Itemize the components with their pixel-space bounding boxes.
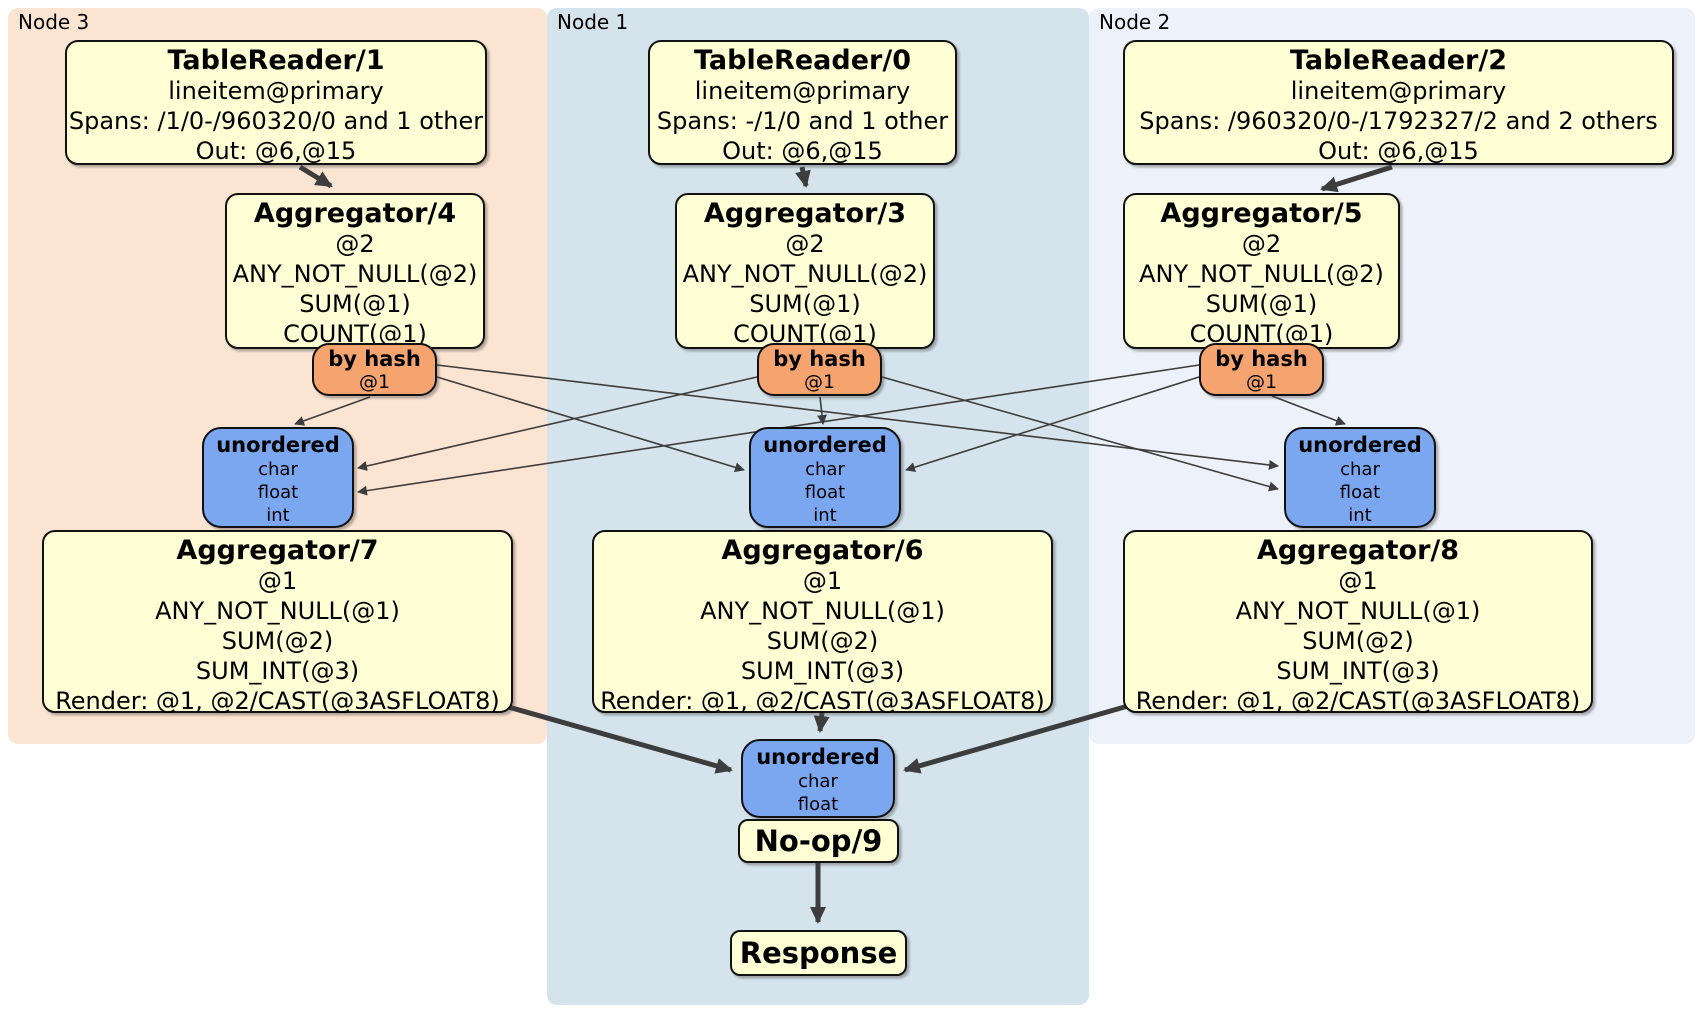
unordered-sync-node1: unordered char float int: [749, 427, 901, 528]
aggregator-7-fn: ANY_NOT_NULL(@1): [155, 597, 400, 625]
aggregator-7-box: Aggregator/7 @1 ANY_NOT_NULL(@1) SUM(@2)…: [42, 530, 513, 715]
tablereader-2-box: TableReader/2 lineitem@primary Spans: /9…: [1123, 40, 1674, 165]
aggregator-8-fn: SUM(@2): [1302, 627, 1414, 655]
hash-router-node2: by hash @1: [1199, 343, 1324, 396]
aggregator-5-fn: ANY_NOT_NULL(@2): [1139, 260, 1384, 288]
hash-router-title: by hash: [773, 347, 866, 371]
tablereader-0-spans: Spans: -/1/0 and 1 other: [656, 107, 949, 135]
aggregator-6-render: Render: @1, @2/CAST(@3ASFLOAT8): [600, 687, 1045, 715]
aggregator-8-render: Render: @1, @2/CAST(@3ASFLOAT8): [1135, 687, 1581, 715]
aggregator-7-title: Aggregator/7: [176, 535, 379, 566]
stream-type: char: [258, 459, 298, 480]
tablereader-1-index: lineitem@primary: [168, 77, 384, 105]
aggregator-8-fn: SUM_INT(@3): [1276, 657, 1440, 685]
aggregator-3-title: Aggregator/3: [703, 198, 907, 229]
unordered-sync-final: unordered char float: [741, 739, 895, 818]
aggregator-3-box: Aggregator/3 @2 ANY_NOT_NULL(@2) SUM(@1)…: [675, 193, 935, 349]
aggregator-4-title: Aggregator/4: [253, 198, 457, 229]
tablereader-1-title: TableReader/1: [167, 45, 385, 76]
noop-9-title: No-op/9: [754, 824, 883, 858]
response-title: Response: [739, 936, 898, 970]
tablereader-0-box: TableReader/0 lineitem@primary Spans: -/…: [648, 40, 957, 165]
tablereader-0-index: lineitem@primary: [694, 77, 911, 105]
tablereader-2-spans: Spans: /960320/0-/1792327/2 and 2 others: [1139, 107, 1658, 135]
unordered-sync-title: unordered: [756, 745, 880, 769]
unordered-sync-title: unordered: [763, 433, 887, 457]
aggregator-8-fn: ANY_NOT_NULL(@1): [1235, 597, 1481, 625]
stream-type: char: [798, 771, 838, 792]
stream-type: char: [805, 459, 845, 480]
hash-router-key: @1: [358, 371, 391, 393]
aggregator-7-fn: SUM(@2): [221, 627, 334, 655]
hash-router-node1: by hash @1: [757, 343, 882, 396]
aggregator-7-group: @1: [257, 567, 298, 595]
aggregator-8-box: Aggregator/8 @1 ANY_NOT_NULL(@1) SUM(@2)…: [1123, 530, 1593, 715]
noop-9-box: No-op/9: [738, 819, 899, 863]
unordered-sync-title: unordered: [1298, 433, 1422, 457]
aggregator-7-fn: SUM_INT(@3): [195, 657, 360, 685]
hash-router-title: by hash: [1215, 347, 1308, 371]
aggregator-6-fn: SUM_INT(@3): [740, 657, 905, 685]
aggregator-4-fn: ANY_NOT_NULL(@2): [232, 260, 478, 288]
aggregator-5-group: @2: [1241, 230, 1282, 258]
aggregator-4-box: Aggregator/4 @2 ANY_NOT_NULL(@2) SUM(@1)…: [225, 193, 485, 349]
aggregator-6-box: Aggregator/6 @1 ANY_NOT_NULL(@1) SUM(@2)…: [592, 530, 1053, 715]
aggregator-5-title: Aggregator/5: [1160, 198, 1363, 229]
tablereader-2-index: lineitem@primary: [1290, 77, 1507, 105]
aggregator-5-fn: SUM(@1): [1205, 290, 1318, 318]
panel-node1-label: Node 1: [557, 10, 629, 34]
stream-type: float: [797, 794, 839, 815]
stream-type: float: [1339, 482, 1381, 503]
unordered-sync-title: unordered: [216, 433, 340, 457]
response-box: Response: [730, 930, 907, 976]
stream-type: int: [266, 505, 290, 526]
aggregator-6-fn: SUM(@2): [766, 627, 879, 655]
stream-type: float: [257, 482, 299, 503]
aggregator-8-group: @1: [1338, 567, 1378, 595]
tablereader-1-out: Out: @6,@15: [195, 137, 357, 165]
stream-type: int: [813, 505, 837, 526]
unordered-sync-node2: unordered char float int: [1284, 427, 1436, 528]
aggregator-3-group: @2: [785, 230, 825, 258]
tablereader-0-title: TableReader/0: [694, 45, 911, 76]
hash-router-title: by hash: [328, 347, 421, 371]
aggregator-5-box: Aggregator/5 @2 ANY_NOT_NULL(@2) SUM(@1)…: [1123, 193, 1400, 349]
aggregator-4-group: @2: [335, 230, 375, 258]
aggregator-6-title: Aggregator/6: [721, 535, 924, 566]
panel-node3-label: Node 3: [18, 10, 90, 34]
aggregator-6-fn: ANY_NOT_NULL(@1): [700, 597, 945, 625]
aggregator-6-group: @1: [802, 567, 843, 595]
hash-router-key: @1: [803, 371, 836, 393]
hash-router-node3: by hash @1: [312, 343, 437, 396]
tablereader-1-box: TableReader/1 lineitem@primary Spans: /1…: [65, 40, 487, 165]
tablereader-1-spans: Spans: /1/0-/960320/0 and 1 other: [68, 107, 484, 135]
aggregator-3-fn: SUM(@1): [749, 290, 861, 318]
tablereader-2-out: Out: @6,@15: [1318, 137, 1479, 165]
stream-type: float: [804, 482, 846, 503]
stream-type: char: [1340, 459, 1380, 480]
panel-node2-label: Node 2: [1099, 10, 1171, 34]
unordered-sync-node3: unordered char float int: [202, 427, 354, 528]
tablereader-0-out: Out: @6,@15: [722, 137, 883, 165]
tablereader-2-title: TableReader/2: [1290, 45, 1507, 76]
hash-router-key: @1: [1245, 371, 1278, 393]
aggregator-7-render: Render: @1, @2/CAST(@3ASFLOAT8): [55, 687, 500, 715]
aggregator-8-title: Aggregator/8: [1256, 535, 1460, 566]
aggregator-4-fn: SUM(@1): [299, 290, 411, 318]
aggregator-3-fn: ANY_NOT_NULL(@2): [682, 260, 928, 288]
stream-type: int: [1348, 505, 1372, 526]
